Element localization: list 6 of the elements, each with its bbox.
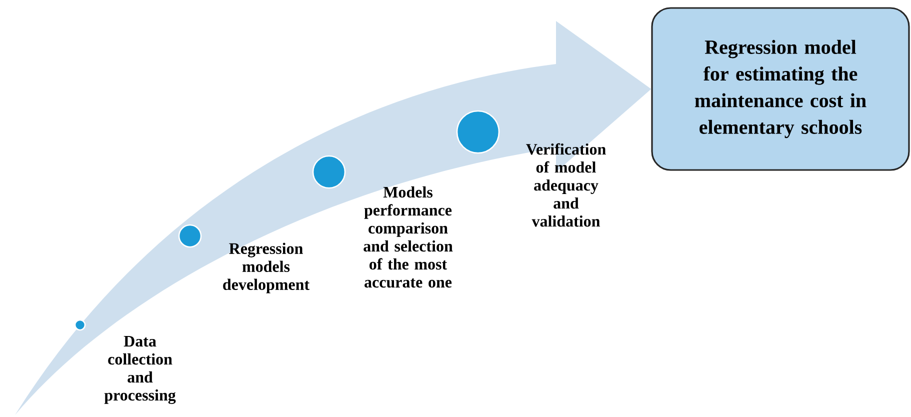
curved-arrow: [15, 21, 652, 415]
step-label: Verification of model adequacy and validation: [526, 143, 606, 227]
step-label: Data collection and processing: [104, 336, 176, 404]
step-label: Regression models development: [223, 242, 310, 294]
result-box: Regression model for estimating the maintenance cost in elementary schools: [651, 7, 910, 171]
step-label: Models performance comparison and selection of the most accurate one: [364, 186, 453, 288]
